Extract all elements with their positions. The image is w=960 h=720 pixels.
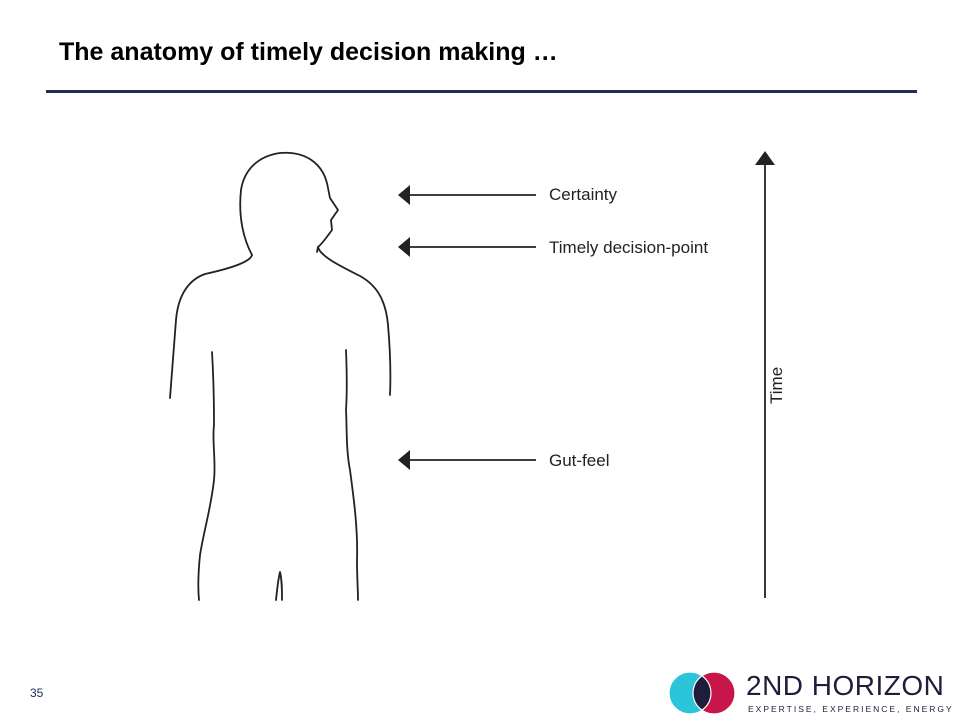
gut-feel-label: Gut-feel <box>549 451 609 470</box>
human-silhouette <box>169 151 392 601</box>
title-divider <box>46 90 917 93</box>
slide-title: The anatomy of timely decision making … <box>59 38 558 66</box>
time-axis-arrowhead <box>755 151 775 165</box>
certainty-label: Certainty <box>549 185 618 204</box>
logo-rings-icon <box>668 671 736 715</box>
silhouette-torso-left <box>197 351 216 601</box>
silhouette-torso-right <box>345 349 359 601</box>
timely-decision-point-label: Timely decision-point <box>549 238 708 257</box>
pointer-arrows <box>398 185 536 470</box>
silhouette-legs <box>275 571 283 601</box>
time-axis: Time <box>755 151 786 598</box>
gut-feel-arrow <box>398 450 536 470</box>
brand-name: 2ND HORIZON <box>746 670 945 701</box>
company-logo: 2ND HORIZON EXPERTISE, EXPERIENCE, ENERG… <box>666 668 952 718</box>
silhouette-left-shoulder <box>169 254 253 399</box>
silhouette-neck-right <box>316 246 319 253</box>
silhouette-left-outline <box>239 151 392 396</box>
decision-point-arrow <box>398 237 536 257</box>
certainty-arrow <box>398 185 536 205</box>
page-number: 35 <box>30 686 44 700</box>
time-axis-label: Time <box>767 367 786 404</box>
brand-tagline: EXPERTISE, EXPERIENCE, ENERGY <box>748 704 954 714</box>
